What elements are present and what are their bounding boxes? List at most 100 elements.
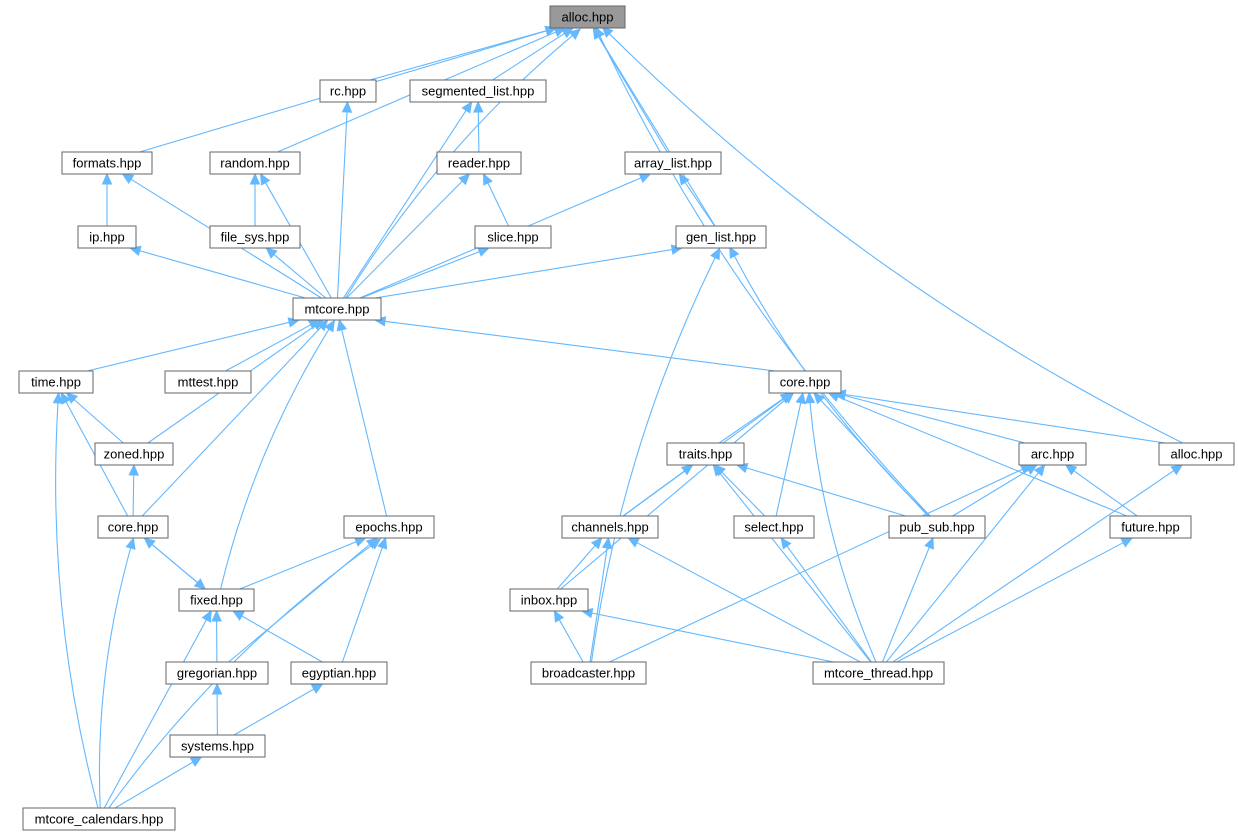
node-box bbox=[22, 807, 176, 831]
edge-reader-to-segmented-list bbox=[473, 100, 484, 153]
node-label: future.hpp bbox=[1121, 520, 1180, 535]
node-egyptian[interactable]: egyptian.hpp bbox=[290, 661, 388, 685]
edge-line bbox=[143, 537, 198, 584]
node-label: epochs.hpp bbox=[355, 520, 422, 535]
node-slice[interactable]: slice.hpp bbox=[474, 225, 552, 249]
node-label: segmented_list.hpp bbox=[422, 84, 535, 99]
node-label: zoned.hpp bbox=[104, 447, 165, 462]
node-select[interactable]: select.hpp bbox=[733, 515, 815, 539]
arrowhead bbox=[128, 463, 139, 476]
edge-alloc-thread-to-alloc-root bbox=[601, 25, 1183, 444]
node-box bbox=[178, 588, 255, 612]
edge-line bbox=[589, 547, 608, 663]
edge-gen-list-to-alloc-root bbox=[592, 26, 716, 227]
arrowhead bbox=[336, 318, 347, 332]
node-future[interactable]: future.hpp bbox=[1109, 515, 1192, 539]
arrowhead bbox=[121, 173, 135, 185]
node-mttest[interactable]: mttest.hpp bbox=[164, 370, 252, 394]
node-core-cal[interactable]: core.hpp bbox=[97, 515, 169, 539]
node-random[interactable]: random.hpp bbox=[209, 151, 301, 175]
edge-egyptian-to-fixed bbox=[232, 610, 323, 663]
node-box bbox=[292, 297, 382, 321]
node-label: reader.hpp bbox=[448, 156, 510, 171]
node-label: broadcaster.hpp bbox=[542, 666, 635, 681]
edge-line bbox=[636, 542, 861, 663]
edge-select-to-traits bbox=[713, 464, 766, 517]
node-pub-sub[interactable]: pub_sub.hpp bbox=[888, 515, 986, 539]
node-file-sys[interactable]: file_sys.hpp bbox=[209, 225, 301, 249]
node-array-list[interactable]: array_list.hpp bbox=[624, 151, 722, 175]
edge-mtcore-thread-to-pub-sub bbox=[881, 536, 934, 663]
arrowhead bbox=[316, 319, 329, 332]
edge-core-thread-to-mtcore bbox=[373, 316, 776, 372]
edge-line bbox=[837, 396, 1128, 517]
node-zoned[interactable]: zoned.hpp bbox=[94, 442, 174, 466]
edge-line bbox=[721, 471, 766, 517]
edge-broadcaster-to-channels bbox=[589, 536, 613, 663]
arrowhead bbox=[1033, 464, 1046, 477]
node-alloc-thread[interactable]: alloc.hpp bbox=[1158, 442, 1235, 466]
edge-egyptian-to-epochs bbox=[341, 536, 388, 663]
node-arc[interactable]: arc.hpp bbox=[1018, 442, 1087, 466]
edge-line bbox=[132, 474, 135, 517]
node-systems[interactable]: systems.hpp bbox=[169, 734, 266, 758]
node-label: pub_sub.hpp bbox=[899, 520, 974, 535]
edge-line bbox=[341, 547, 383, 663]
arrowhead bbox=[461, 100, 473, 114]
edge-line bbox=[103, 619, 207, 809]
edge-pub-sub-to-alloc-root bbox=[595, 26, 931, 517]
arrowhead bbox=[377, 536, 388, 550]
node-box bbox=[675, 225, 767, 249]
node-label: gregorian.hpp bbox=[177, 666, 257, 681]
node-gregorian[interactable]: gregorian.hpp bbox=[165, 661, 269, 685]
node-label: select.hpp bbox=[744, 520, 803, 535]
edge-line bbox=[241, 615, 323, 663]
node-formats[interactable]: formats.hpp bbox=[61, 151, 153, 175]
edge-line bbox=[885, 472, 1039, 663]
node-box bbox=[1158, 442, 1235, 466]
arrowhead bbox=[265, 247, 278, 259]
arrowhead bbox=[477, 246, 490, 257]
edge-mtcore-to-rc bbox=[336, 100, 353, 299]
node-fixed[interactable]: fixed.hpp bbox=[178, 588, 255, 612]
node-rc[interactable]: rc.hpp bbox=[319, 79, 377, 103]
node-box bbox=[97, 515, 169, 539]
node-label: core.hpp bbox=[780, 375, 831, 390]
node-label: inbox.hpp bbox=[521, 593, 577, 608]
arrowhead bbox=[211, 682, 223, 695]
arrowhead bbox=[804, 391, 816, 404]
node-segmented-list[interactable]: segmented_list.hpp bbox=[409, 79, 547, 103]
node-box bbox=[474, 225, 552, 249]
node-label: traits.hpp bbox=[679, 447, 732, 462]
node-inbox[interactable]: inbox.hpp bbox=[509, 588, 589, 612]
edge-broadcaster-to-inbox bbox=[553, 609, 584, 663]
edge-mtcore-calendars-to-time bbox=[52, 391, 99, 809]
node-box bbox=[624, 151, 722, 175]
node-epochs[interactable]: epochs.hpp bbox=[343, 515, 435, 539]
node-ip[interactable]: ip.hpp bbox=[77, 225, 137, 249]
arrowhead bbox=[65, 392, 79, 404]
edge-slice-to-reader bbox=[482, 172, 509, 227]
node-mtcore[interactable]: mtcore.hpp bbox=[292, 297, 382, 321]
node-time[interactable]: time.hpp bbox=[18, 370, 94, 394]
node-traits[interactable]: traits.hpp bbox=[666, 442, 745, 466]
node-channels[interactable]: channels.hpp bbox=[561, 515, 659, 539]
node-broadcaster[interactable]: broadcaster.hpp bbox=[530, 661, 647, 685]
edge-pub-sub-to-core-thread bbox=[813, 392, 929, 517]
edge-fixed-to-mtcore bbox=[220, 319, 335, 590]
node-box bbox=[530, 661, 647, 685]
edge-line bbox=[273, 253, 327, 299]
edge-zoned-to-time bbox=[65, 392, 124, 444]
node-mtcore-calendars[interactable]: mtcore_calendars.hpp bbox=[22, 807, 176, 831]
edge-line bbox=[384, 320, 776, 372]
node-reader[interactable]: reader.hpp bbox=[436, 151, 522, 175]
node-box bbox=[209, 225, 301, 249]
node-core-thread[interactable]: core.hpp bbox=[768, 370, 842, 394]
node-mtcore-thread[interactable]: mtcore_thread.hpp bbox=[812, 661, 945, 685]
node-box bbox=[812, 661, 945, 685]
node-box bbox=[509, 588, 589, 612]
node-alloc-root[interactable]: alloc.hpp bbox=[549, 5, 626, 29]
edge-file-sys-to-random bbox=[249, 172, 261, 226]
node-gen-list[interactable]: gen_list.hpp bbox=[675, 225, 767, 249]
edge-line bbox=[346, 180, 463, 299]
